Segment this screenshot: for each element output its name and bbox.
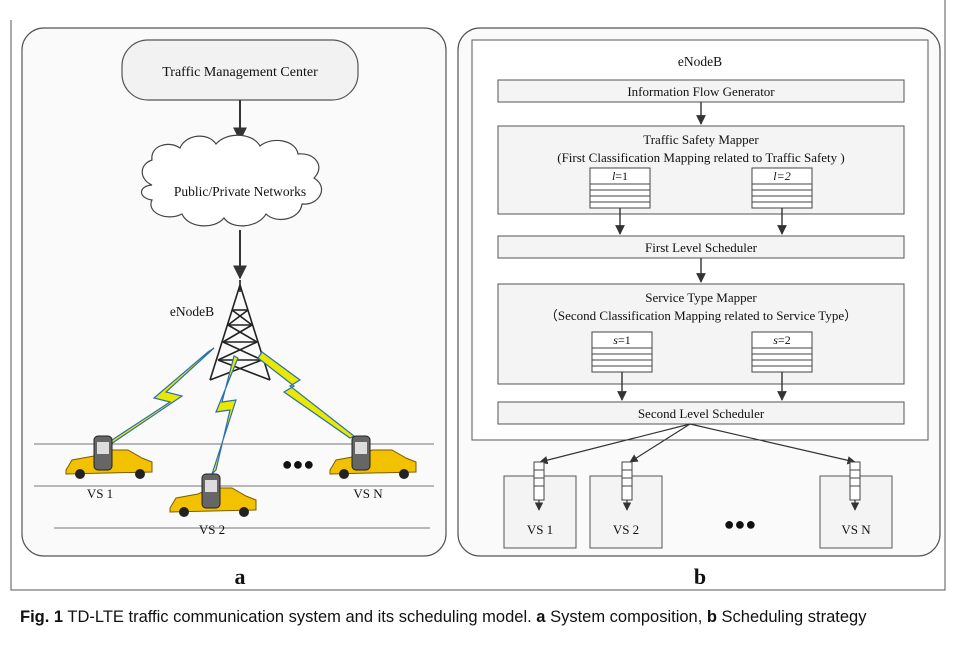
car-icon bbox=[329, 449, 417, 475]
queue-l1-var: l bbox=[612, 169, 616, 183]
vehicle-queue-icon bbox=[621, 461, 633, 501]
svg-text:l=1: l=1 bbox=[612, 169, 628, 183]
panel-a: Traffic Management Center Public/Private… bbox=[21, 27, 447, 589]
vehicle-box-vs2: VS 2 bbox=[589, 461, 663, 549]
caption-b-text: Scheduling strategy bbox=[716, 608, 867, 626]
vehicle-queue-icon bbox=[849, 461, 861, 501]
second-scheduler-label: Second Level Scheduler bbox=[638, 406, 765, 421]
caption-b-label: b bbox=[706, 608, 717, 626]
vs2-label-a: VS 2 bbox=[199, 522, 225, 537]
safety-mapper-sub: (First Classification Mapping related to… bbox=[557, 150, 845, 165]
cloud-shape bbox=[140, 134, 323, 227]
queue-s1-val: =1 bbox=[618, 333, 631, 347]
figure-caption: Fig. 1 TD-LTE traffic communication syst… bbox=[20, 605, 945, 630]
enodeb-tower-icon bbox=[209, 280, 271, 381]
first-scheduler-label: First Level Scheduler bbox=[645, 240, 758, 255]
vehicle-vs1 bbox=[65, 435, 153, 479]
service-mapper-sub: （Second Classification Mapping related t… bbox=[545, 308, 857, 323]
arrow-to-vsn bbox=[689, 423, 856, 465]
vehicle-vs2 bbox=[169, 473, 257, 517]
queue-l2-label: l=2 bbox=[773, 169, 790, 183]
caption-a-text: System composition, bbox=[545, 608, 707, 626]
queue-s2-val: =2 bbox=[778, 333, 791, 347]
enodeb-label-b: eNodeB bbox=[678, 54, 722, 69]
svg-text:s=2: s=2 bbox=[773, 333, 790, 347]
vehicle-box-vs1: VS 1 bbox=[503, 461, 577, 549]
panel-a-frame bbox=[21, 27, 447, 557]
svg-text:s=1: s=1 bbox=[613, 333, 630, 347]
service-mapper-title: Service Type Mapper bbox=[645, 290, 757, 305]
panel-b-letter: b bbox=[694, 564, 706, 589]
queue-s1-var: s bbox=[613, 333, 618, 347]
queue-l1: l=1 bbox=[589, 167, 651, 209]
vs1-label-b: VS 1 bbox=[527, 522, 553, 537]
second-scheduler-box bbox=[497, 401, 905, 425]
vehicle-box-vsn: VS N bbox=[819, 461, 893, 549]
panel-b: eNodeB Information Flow Generator Traffi… bbox=[457, 27, 941, 589]
caption-text: TD-LTE traffic communication system and … bbox=[63, 608, 537, 626]
queue-l1-val: =1 bbox=[615, 169, 628, 183]
safety-mapper-title: Traffic Safety Mapper bbox=[643, 132, 759, 147]
queue-s1: s=1 bbox=[591, 331, 653, 373]
panel-a-letter: a bbox=[235, 564, 246, 589]
vs2-label-b: VS 2 bbox=[613, 522, 639, 537]
queue-s2-var: s bbox=[773, 333, 778, 347]
info-flow-label: Information Flow Generator bbox=[627, 84, 775, 99]
traffic-center-label: Traffic Management Center bbox=[162, 65, 318, 80]
caption-fig-label: Fig. 1 bbox=[20, 608, 64, 626]
arrow-to-vs1 bbox=[539, 423, 691, 465]
vsn-label-b: VS N bbox=[841, 522, 871, 537]
queue-s2: s=2 bbox=[751, 331, 813, 373]
safety-mapper-box bbox=[497, 125, 905, 215]
service-mapper-box bbox=[497, 283, 905, 385]
lightning-icon-right bbox=[257, 351, 356, 439]
vs1-label-a: VS 1 bbox=[87, 486, 113, 501]
ellipsis-a: ●●● bbox=[282, 454, 315, 474]
vehicle-vsn bbox=[329, 435, 417, 479]
vsn-label-a: VS N bbox=[353, 486, 383, 501]
lightning-icon-middle bbox=[211, 355, 239, 475]
queue-l2: l=2 bbox=[751, 167, 813, 209]
arrow-to-vs2 bbox=[629, 423, 691, 463]
ellipsis-b: ●●● bbox=[724, 514, 757, 534]
figure-border bbox=[10, 0, 946, 591]
caption-a-label: a bbox=[536, 608, 546, 626]
networks-label: Public/Private Networks bbox=[174, 184, 306, 199]
enodeb-label-a: eNodeB bbox=[170, 304, 214, 319]
vehicle-queue-icon bbox=[533, 461, 545, 501]
